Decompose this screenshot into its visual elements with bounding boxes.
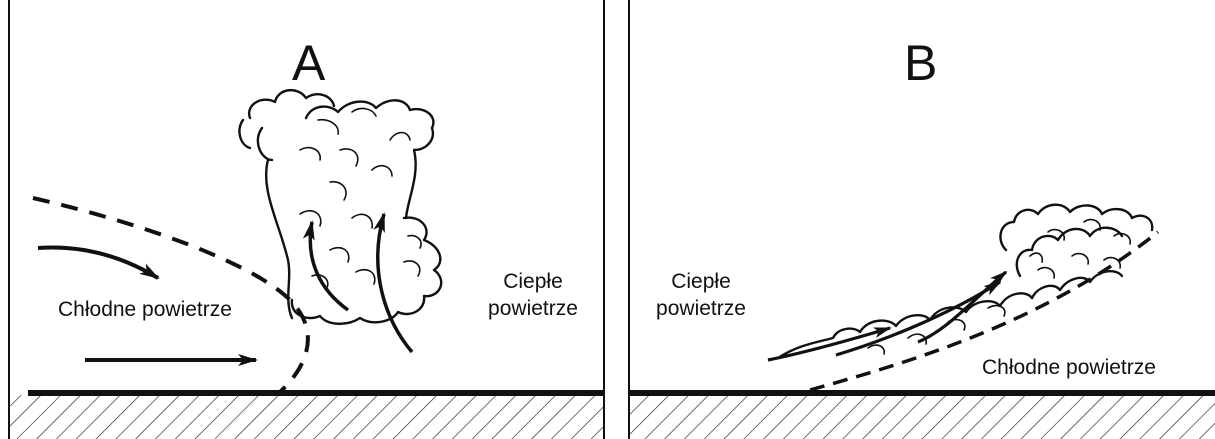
panel-a-cold-air-arrow-upper	[38, 247, 158, 278]
panel-b-warm-air-line-2: powietrze	[646, 295, 756, 322]
panel-b-warm-air-line-1: Ciepłe	[646, 268, 756, 295]
panel-a-rising-air-arrow-left	[310, 222, 348, 310]
panel-a-rising-air-arrow-right	[378, 214, 412, 352]
panel-b-warm-front: B Ciepłe powietrze Chłodne powietrze	[628, 0, 1215, 439]
panel-a-warm-air-line-1: Ciepłe	[478, 268, 588, 295]
panel-b-warm-air-arrow-upper	[918, 272, 1006, 342]
panel-a-warm-air-label: Ciepłe powietrze	[478, 268, 588, 322]
panel-a-cold-air-label: Chłodne powietrze	[58, 296, 232, 323]
panel-a-front-boundary	[33, 198, 308, 392]
panel-a-warm-air-line-2: powietrze	[478, 295, 588, 322]
panel-b-cold-air-label: Chłodne powietrze	[982, 354, 1156, 381]
panel-b-warm-air-arrow-middle	[836, 282, 1000, 355]
panel-b-ground-hatch	[629, 395, 1215, 439]
panel-b-letter: B	[904, 38, 937, 88]
panel-a-letter: A	[292, 38, 325, 88]
panel-b-warm-air-label: Ciepłe powietrze	[646, 268, 756, 322]
panel-a-cold-front: A Chłodne powietrze Ciepłe powietrze	[0, 0, 608, 439]
panel-b-stratiform-cloud	[778, 205, 1152, 358]
panel-a-cumulonimbus-cloud	[239, 90, 441, 324]
panel-a-ground-hatch	[9, 395, 604, 439]
